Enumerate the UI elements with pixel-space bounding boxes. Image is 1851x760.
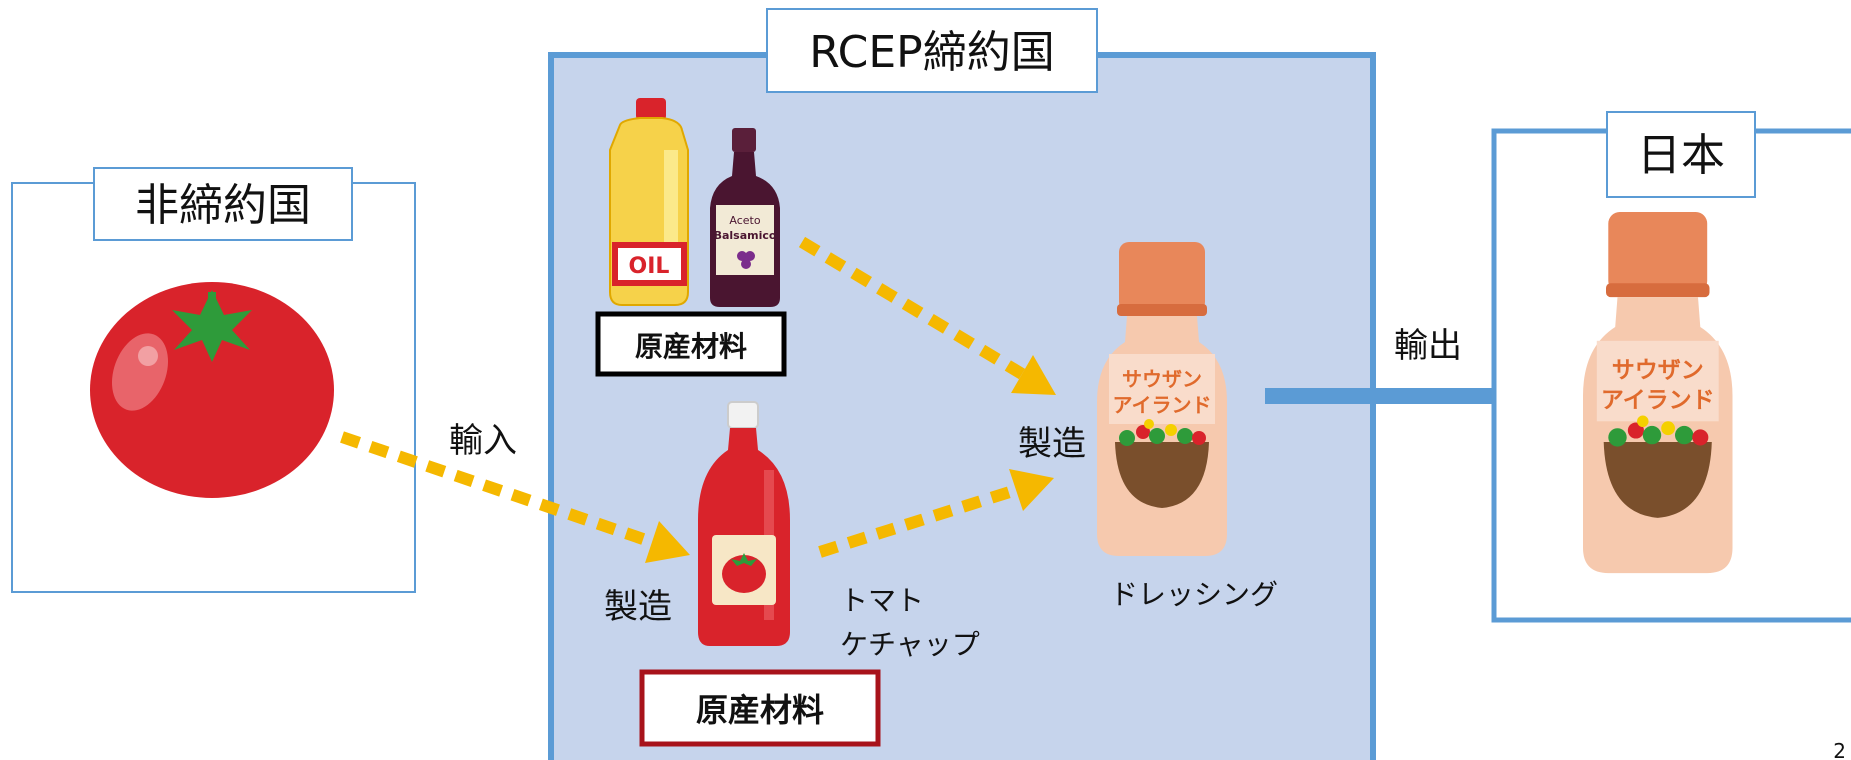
- ketchup-to-dressing-arrow: [818, 469, 1054, 558]
- oil-to-dressing-arrow: [798, 236, 1056, 395]
- balsamic-label-line2: Balsamico: [714, 229, 777, 242]
- oil-label: OIL: [629, 254, 670, 279]
- export-label: 輸出: [1394, 326, 1462, 366]
- dressing-bottle-export-icon: サウザン アイランド: [1583, 212, 1733, 574]
- import-arrow: [340, 431, 690, 563]
- oil-bottle-icon: OIL: [609, 98, 689, 306]
- dressing-label: ドレッシング: [1110, 578, 1278, 611]
- originating-material-oil-box: 原産材料: [595, 311, 787, 377]
- japan-label-box: [1606, 111, 1756, 198]
- manufacture-dressing-label: 製造: [1018, 424, 1086, 464]
- non-member-label-box: [93, 167, 353, 241]
- originating-material-ketchup-label: 原産材料: [696, 691, 824, 729]
- ketchup-bottle-icon: [698, 401, 790, 646]
- balsamic-label-line1: Aceto: [729, 214, 760, 227]
- dressing-label-line1: サウザン: [1122, 367, 1202, 391]
- rcep-label: RCEP締約国: [809, 27, 1054, 78]
- dressing-label-line2: アイランド: [1113, 393, 1212, 417]
- ketchup-label-line2: ケチャップ: [840, 628, 980, 661]
- import-label: 輸入: [449, 421, 517, 461]
- dressing-export-label-line1: サウザン: [1612, 358, 1704, 384]
- ketchup-label-line1: トマト: [840, 584, 924, 617]
- non-member-label: 非締約国: [135, 180, 311, 231]
- dressing-export-label-line2: アイランド: [1601, 388, 1715, 414]
- originating-material-oil-label: 原産材料: [635, 330, 747, 363]
- balsamic-bottle-icon: Aceto Balsamico: [710, 128, 780, 307]
- rcep-label-box: [766, 8, 1098, 93]
- originating-material-ketchup-box: 原産材料: [639, 669, 881, 747]
- non-member-country-box: 非締約国: [11, 167, 416, 593]
- dressing-bottle-icon: サウザン アイランド: [1097, 242, 1227, 556]
- manufacture-ketchup-label: 製造: [604, 587, 672, 627]
- tomato-icon: [90, 282, 334, 498]
- japan-label: 日本: [1637, 130, 1725, 181]
- page-number: 2: [1833, 739, 1846, 760]
